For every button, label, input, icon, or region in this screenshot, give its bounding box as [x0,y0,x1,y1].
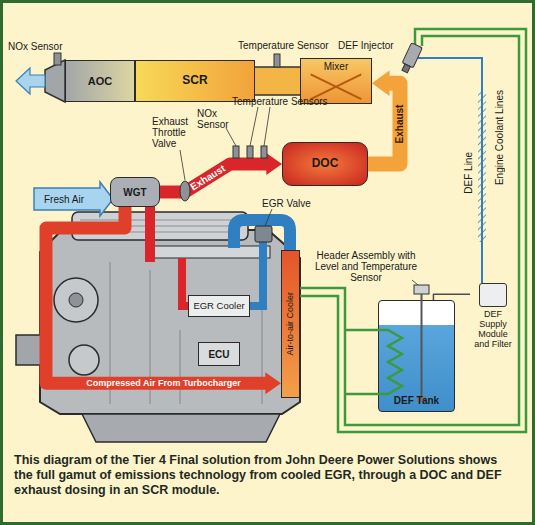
intake-pipe [234,220,290,254]
def-injector [399,43,422,74]
front-pulley [54,278,98,322]
arrow-head [372,71,390,97]
nox-sensor [233,146,239,158]
pipe-label: Exhaust [395,104,405,143]
sensor-label: Temperature Sensor [238,40,329,51]
scr-section: SCR [135,60,255,102]
temperature-sensor [247,146,253,158]
turbocharger: WGT [110,177,160,207]
intake-manifold [150,246,270,258]
node-title: EGR Cooler [193,301,244,311]
exhaust-manifold-pipe [145,205,155,262]
coolant-line [300,29,526,432]
pipe-line [433,294,470,300]
egr-valve [255,226,272,242]
def-line [418,58,482,283]
def-line-hatch [478,92,486,242]
def-supply-module: DEF Supply Module and Filter [470,283,516,350]
node-title: ECU [208,349,229,360]
injector-nozzle [402,64,410,73]
fresh-air-arrow [34,182,113,216]
pulley-hub [69,293,83,307]
sensor-label: Temperature Sensors [232,96,328,107]
lower-pulley [69,345,99,375]
canister-neck [254,67,301,95]
pipe-line [46,207,266,383]
sensor-label: NOx Sensor [8,41,62,52]
arrow-head [265,372,281,394]
mixer-blades [311,74,362,99]
part-label: EGR Valve [262,198,311,209]
node-title: AOC [88,75,112,87]
coolant-line [300,36,519,425]
nox-sensor [54,53,61,65]
egr-cooled-pipe [248,240,263,306]
line-label: DEF Line [463,152,474,194]
node-title: DOC [312,157,339,170]
flow-label: Fresh Air [44,194,84,205]
engine-mount [16,335,42,365]
air-cooler-band: Air-to-air Cooler [281,250,300,398]
level-sensor-float [417,396,426,402]
caption-text: This diagram of the Tier 4 Final solutio… [14,453,519,498]
outlet-cone [45,60,65,102]
ecu-box: ECU [198,342,240,366]
pipe-label: Exhaust [188,163,226,192]
node-title: WGT [123,187,146,198]
tank-coolant-coil [345,330,402,394]
part-label: Exhaust Throttle Valve [152,116,204,149]
node-title: DEF Supply Module and Filter [470,310,516,350]
part-label: Header Assembly with Level and Temperatu… [312,250,420,283]
node-title: Mixer [324,61,348,72]
pipe-connector [46,207,281,394]
part-label: DEF Injector [338,40,394,51]
level-sensor-rod [421,294,423,397]
node-title: DEF Tank [394,395,439,406]
doc-canister: DOC [282,142,368,186]
exhaust-outlet-arrow [16,68,45,94]
aoc-section: AOC [65,60,135,102]
oil-pan [82,414,280,442]
temperature-sensor [261,146,267,158]
pipe-line [160,164,267,192]
sensor-label: NOx Sensor [197,108,233,130]
temperature-sensor [274,54,280,67]
pipe-connector [433,294,470,300]
pipe-connector [160,153,282,192]
pipe-label: Compressed Air From Turbocharger [86,379,241,388]
egr-cooler-box: EGR Cooler [188,295,250,317]
node-title: SCR [182,74,207,87]
header-assembly [414,285,429,294]
node-title: Air-to-air Cooler [286,292,296,356]
def-tank: DEF Tank [378,300,455,412]
line-label: Engine Coolant Lines [494,90,505,185]
arrow-head [266,153,282,175]
supply-module-box [479,283,507,307]
